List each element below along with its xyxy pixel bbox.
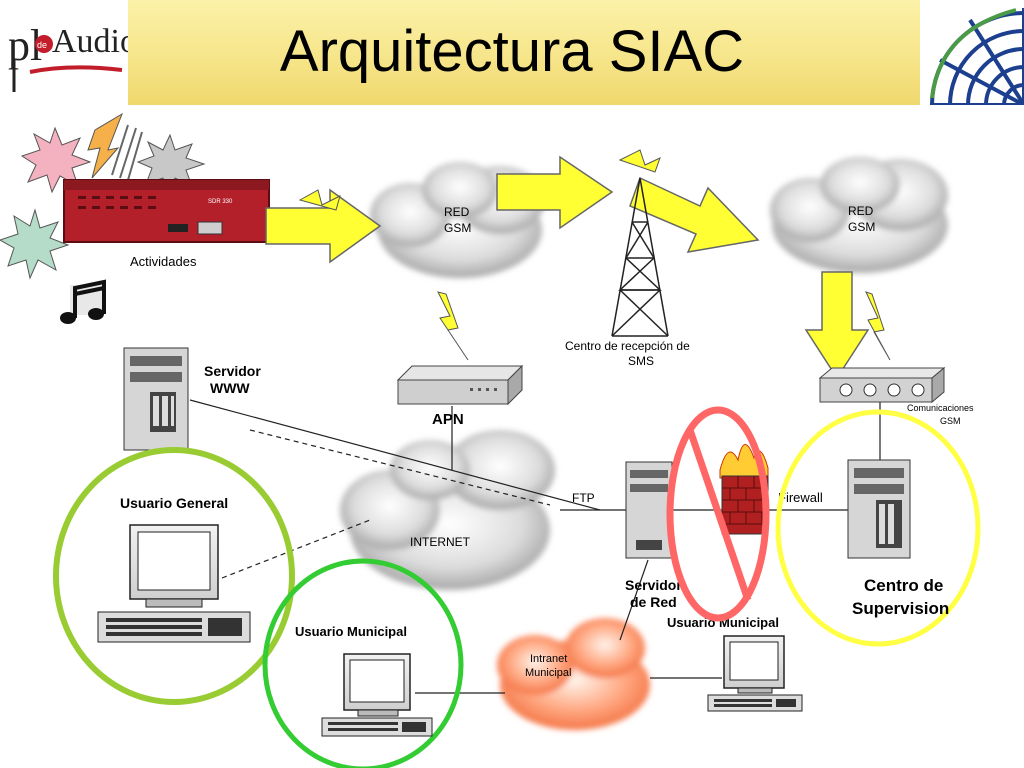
comunicaciones-line2: GSM [940, 416, 961, 426]
gsm-cloud-2 [770, 157, 948, 273]
supervision-server [847, 459, 911, 559]
lightning-gsm2-to-comm-icon [865, 291, 891, 361]
sms-tower [611, 177, 669, 337]
burst-pink-icon [20, 126, 92, 194]
centro-supervision-line2: Supervision [852, 599, 949, 618]
line-general-to-internet [221, 519, 371, 579]
usuario-municipal-computer [321, 653, 433, 737]
pdeaudio-logo: pl de Audio [0, 0, 137, 105]
usuario-municipal-2-label: Usuario Municipal [667, 615, 779, 630]
apn-label: APN [432, 411, 464, 428]
sms-center-line1: Centro de recepción de [565, 339, 690, 353]
internet-label: INTERNET [410, 535, 471, 549]
firewall-label: Firewall [778, 490, 823, 505]
sms-center-line2: SMS [628, 354, 654, 368]
intranet-line2: Municipal [525, 667, 571, 679]
svg-text:Audio: Audio [52, 23, 128, 60]
line-www-to-ftp [189, 399, 601, 511]
firewall-icon [719, 444, 769, 535]
gsm-device-group: SDR 330 Actividades [0, 112, 270, 280]
lightning-tower-icon [618, 149, 661, 173]
usuario-municipal-2-computer [707, 635, 803, 712]
gsm-communications-device [818, 366, 946, 404]
usuario-general-label: Usuario General [120, 495, 228, 511]
internet-cloud [340, 430, 555, 590]
usuario-municipal-circle [262, 558, 464, 768]
usuario-general-circle [53, 447, 295, 705]
music-note-icon [60, 279, 106, 324]
red-gsm-2-line2: GSM [848, 220, 875, 234]
svg-text:de: de [37, 40, 47, 50]
line-www-to-internet-dashed [249, 429, 551, 506]
apn-router [396, 364, 524, 406]
arrow-gsm-to-tower [496, 155, 614, 230]
red-gsm-2-line1: RED [848, 204, 874, 218]
red-gsm-1-line2: GSM [444, 221, 471, 235]
red-gsm-1-line1: RED [444, 205, 470, 219]
arrow-device-to-gsm [265, 188, 382, 264]
servidor-www-line1: Servidor [204, 363, 261, 379]
arrow-tower-to-gsm2 [629, 176, 760, 253]
device-model-label: SDR 330 [208, 199, 233, 205]
centro-supervision-circle [775, 409, 981, 647]
intranet-cloud [497, 618, 650, 730]
arrow-gsm2-down [804, 271, 870, 380]
ftp-label: FTP [572, 491, 595, 505]
www-server [123, 347, 189, 451]
burst-green-icon [0, 208, 70, 280]
page-title: Arquitectura SIAC [279, 19, 745, 84]
university-seal-logo [920, 0, 1024, 199]
lightning-gsm-to-apn-icon [437, 291, 469, 361]
actividades-label: Actividades [130, 254, 197, 269]
comunicaciones-line1: Comunicaciones [907, 403, 974, 413]
no-access-sign-icon [666, 406, 770, 622]
lightning-device-icon [298, 189, 341, 211]
title-banner [0, 0, 1024, 105]
servidor-www-line2: WWW [210, 380, 250, 396]
servidor-red-line1: Servidor [625, 577, 682, 593]
line-server-to-intranet [619, 559, 649, 641]
lightning-orange-icon [87, 112, 123, 179]
centro-supervision-line1: Centro de [864, 576, 943, 595]
usuario-general-computer [97, 524, 251, 643]
servidor-red-line2: de Red [630, 594, 677, 610]
usuario-municipal-1-label: Usuario Municipal [295, 624, 407, 639]
intranet-line1: Intranet [530, 653, 567, 665]
network-server [625, 461, 673, 559]
